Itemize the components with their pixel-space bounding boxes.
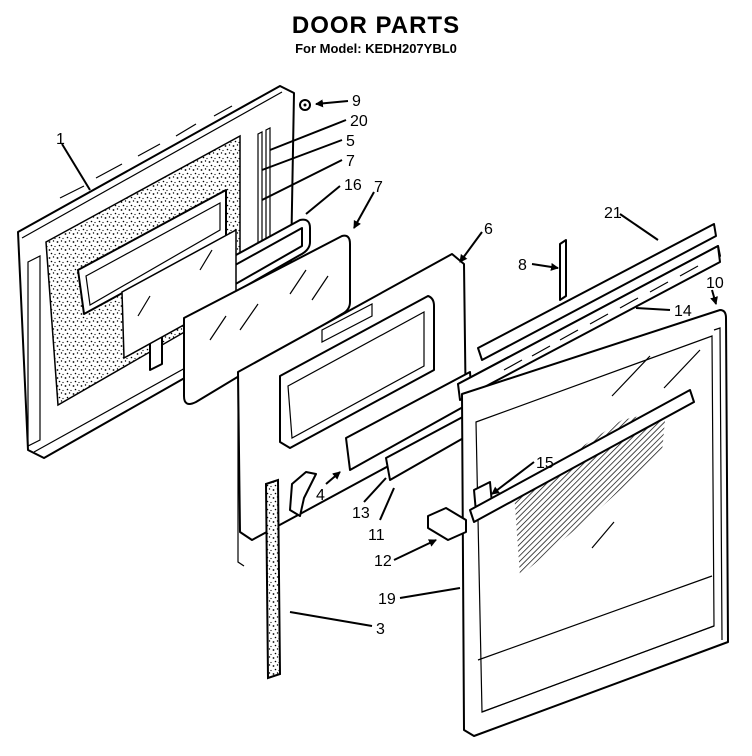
glass-panel	[183, 234, 351, 405]
leader-7b	[353, 191, 375, 229]
leader-4	[325, 471, 341, 485]
leader-lines	[61, 99, 718, 627]
callout-11: 11	[368, 527, 385, 544]
leader-20	[269, 119, 347, 151]
callout-9: 9	[352, 93, 361, 110]
leader-11	[379, 487, 395, 521]
callout-19: 19	[378, 591, 396, 608]
hinge-part	[559, 239, 567, 301]
leader-9	[315, 99, 349, 108]
callout-15: 15	[536, 455, 554, 472]
leader-3	[289, 611, 373, 627]
leader-21	[619, 213, 659, 241]
leader-6	[459, 231, 483, 263]
callout-7b: 7	[374, 179, 383, 196]
leader-19	[399, 587, 461, 599]
callout-4: 4	[316, 487, 325, 504]
callout-13: 13	[352, 505, 370, 522]
hinge-clip	[427, 389, 695, 541]
callout-12: 12	[374, 553, 392, 570]
leader-8	[531, 262, 559, 271]
leader-12	[393, 539, 437, 561]
vent-strip	[457, 245, 721, 401]
callout-14: 14	[674, 303, 692, 320]
leader-13	[363, 477, 387, 503]
side-strip	[264, 478, 282, 680]
model-subtitle: For Model: KEDH207YBL0	[295, 41, 457, 56]
callout-16: 16	[344, 177, 362, 194]
leader-14	[635, 307, 671, 311]
leader-10	[710, 289, 718, 305]
callout-21: 21	[604, 205, 622, 222]
callout-6: 6	[484, 221, 493, 238]
leader-1	[61, 143, 91, 191]
callout-labels: 1 9 20 5 7 16 7 6 8 21 14 10 15 4 13 11 …	[56, 93, 724, 638]
outer-door-panel	[17, 85, 295, 459]
callout-7a: 7	[346, 153, 355, 170]
callout-10: 10	[706, 275, 724, 292]
leader-7a	[261, 159, 343, 201]
screw-part	[299, 99, 311, 111]
leader-16	[305, 185, 341, 215]
leader-5	[261, 139, 343, 171]
page-title: DOOR PARTS	[291, 12, 461, 39]
callout-3: 3	[376, 621, 385, 638]
callout-20: 20	[350, 113, 368, 130]
callout-5: 5	[346, 133, 355, 150]
callout-1: 1	[56, 131, 65, 148]
leader-15	[491, 461, 535, 495]
callout-8: 8	[518, 257, 527, 274]
bracket-part	[289, 471, 317, 517]
